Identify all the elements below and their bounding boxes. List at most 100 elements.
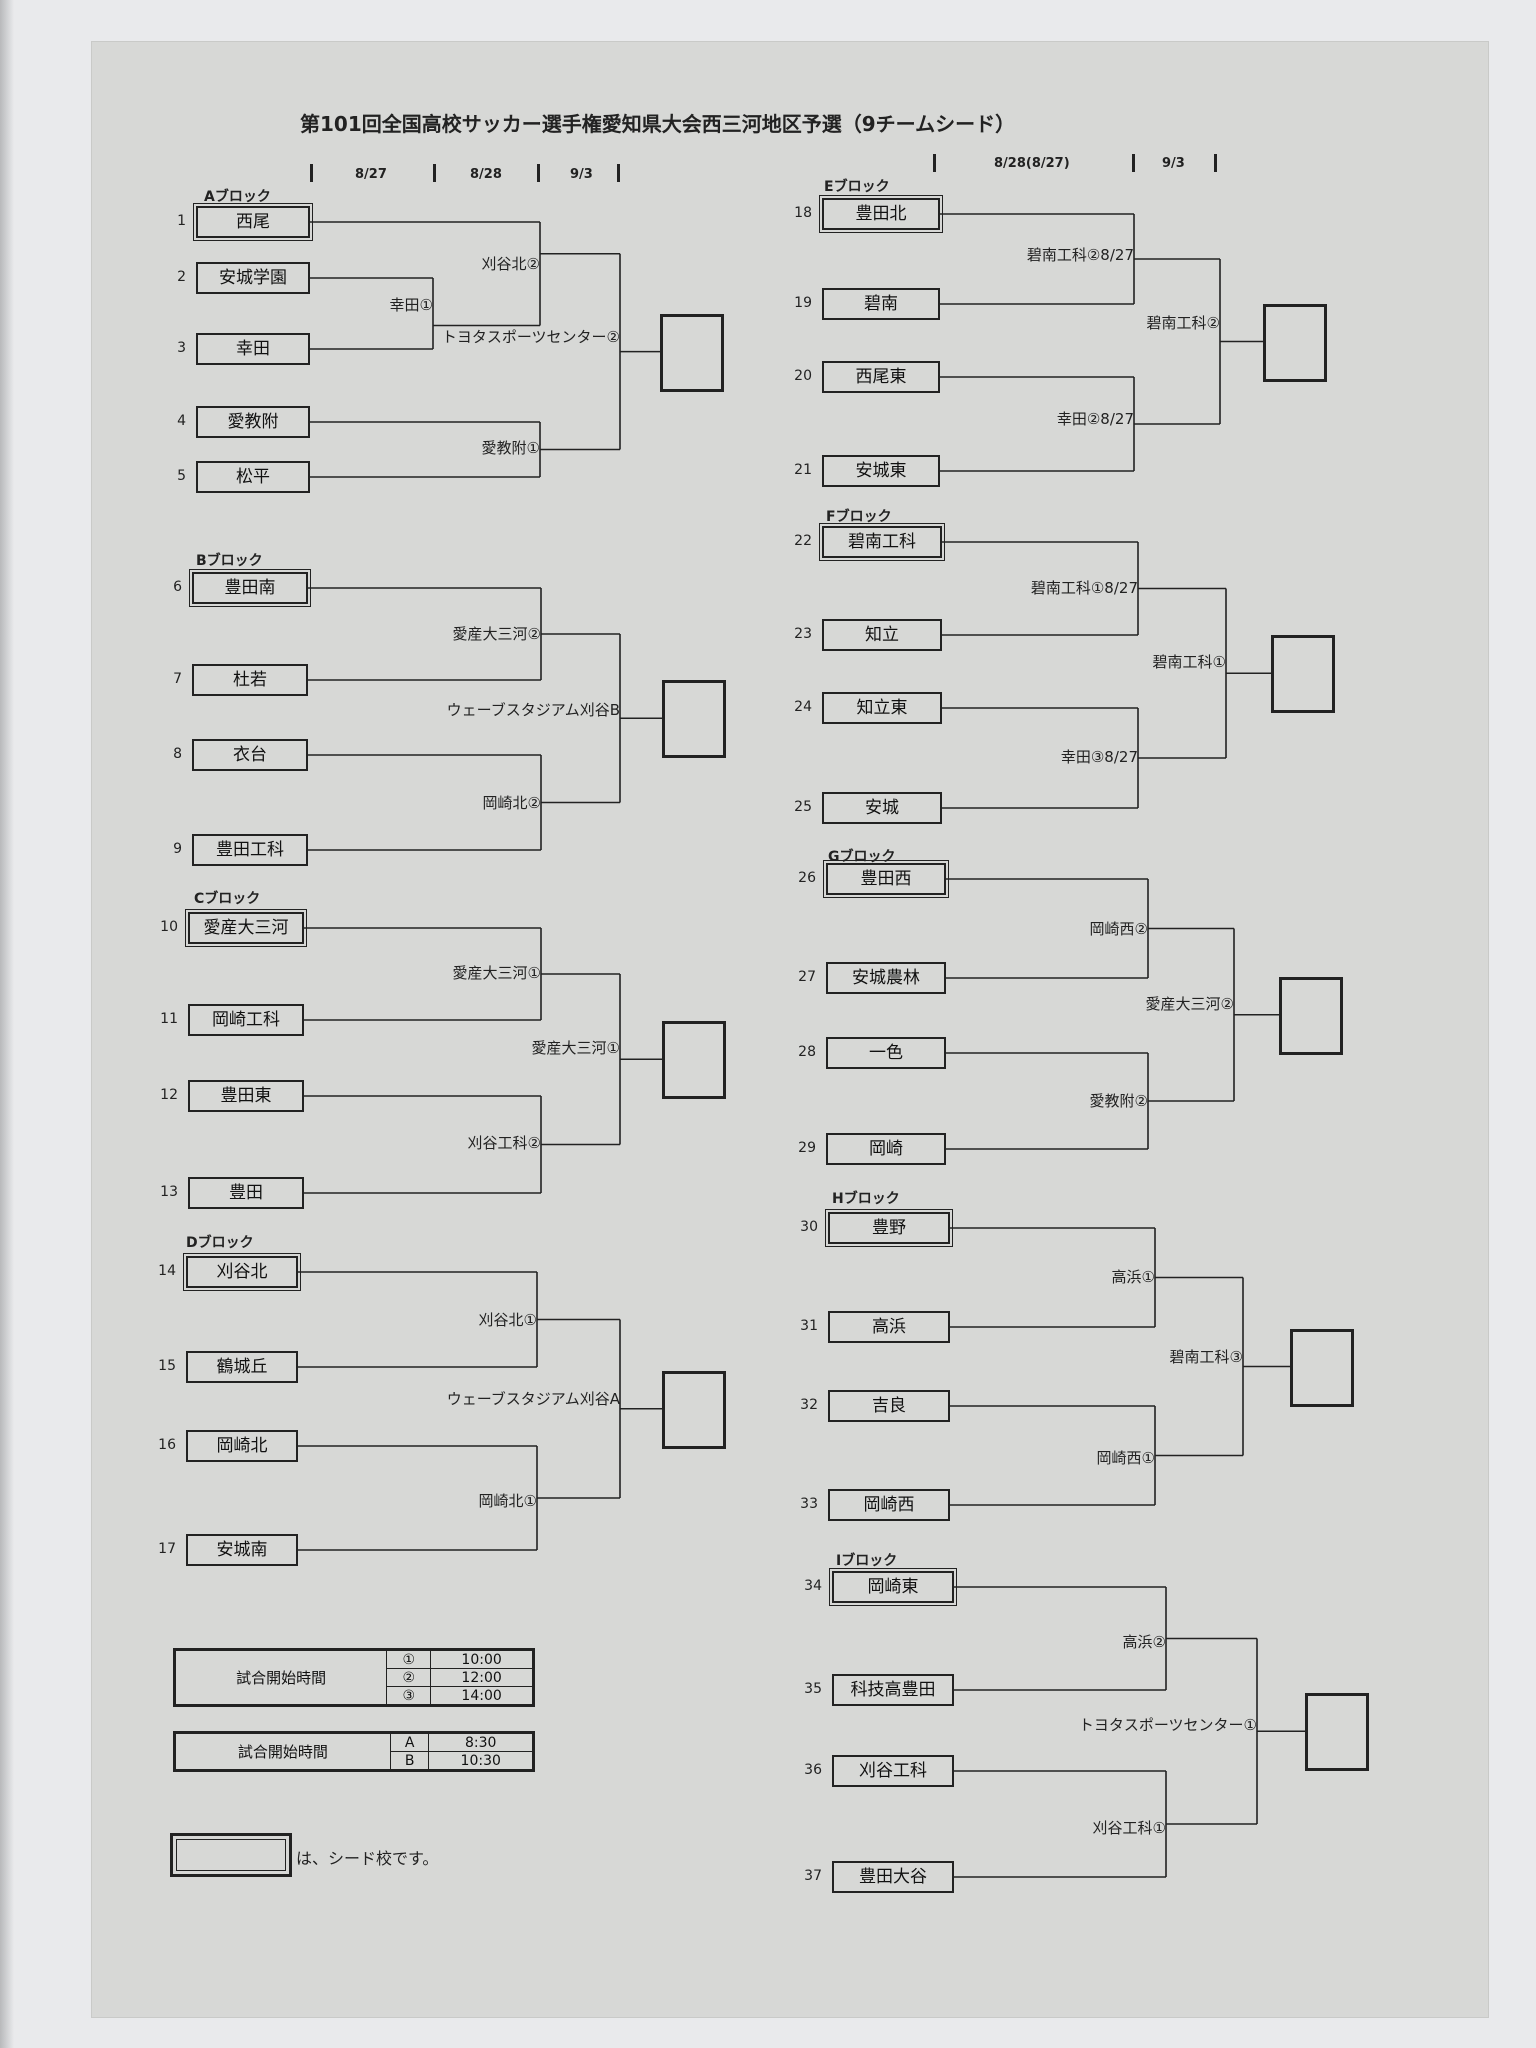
team-box[interactable]: 安城南 xyxy=(186,1534,298,1566)
team-box[interactable]: 杜若 xyxy=(192,664,308,696)
team-box[interactable]: 豊田 xyxy=(188,1177,304,1209)
team-box[interactable]: 科技高豊田 xyxy=(832,1674,954,1706)
table-label: 試合開始時間 xyxy=(174,1732,391,1771)
match-label: 愛産大三河② xyxy=(1145,995,1234,1013)
team-number: 11 xyxy=(160,1011,178,1027)
team-box[interactable]: 刈谷北 xyxy=(183,1253,301,1291)
match-label: 高浜② xyxy=(1122,1633,1166,1651)
match-label: 幸田① xyxy=(389,296,433,314)
block-label: Cブロック xyxy=(194,891,261,907)
team-box[interactable]: 碧南 xyxy=(822,288,940,320)
team-number: 20 xyxy=(794,368,812,384)
team-box[interactable]: 松平 xyxy=(196,461,310,493)
match-label: 碧南工科② xyxy=(1146,314,1220,332)
team-box[interactable]: 岡崎北 xyxy=(186,1430,298,1462)
match-label: 岡崎北① xyxy=(478,1492,537,1510)
slot-time: 14:00 xyxy=(430,1686,534,1706)
block-label: Fブロック xyxy=(826,509,892,525)
match-label: 愛産大三河① xyxy=(452,964,541,982)
team-number: 14 xyxy=(158,1263,176,1279)
slot-time: 8:30 xyxy=(428,1732,534,1752)
team-number: 7 xyxy=(173,671,182,687)
team-box[interactable]: 豊田北 xyxy=(819,195,943,233)
team-box[interactable]: 岡崎西 xyxy=(828,1489,950,1521)
start-time-table-1: 試合開始時間 ① 10:00 ② 12:00 ③ 14:00 xyxy=(173,1648,535,1707)
team-number: 18 xyxy=(794,205,812,221)
date-header-right-round1: 8/28(8/27) xyxy=(994,156,1070,171)
team-number: 19 xyxy=(794,295,812,311)
team-box[interactable]: 岡崎東 xyxy=(829,1568,957,1606)
team-box[interactable]: 高浜 xyxy=(828,1311,950,1343)
team-box[interactable]: 碧南工科 xyxy=(819,523,945,561)
team-number: 2 xyxy=(177,269,186,285)
seed-legend-box xyxy=(170,1833,292,1877)
team-number: 24 xyxy=(794,699,812,715)
match-label: 碧南工科②8/27 xyxy=(1026,246,1134,264)
team-box[interactable]: 豊田南 xyxy=(189,569,311,607)
team-box[interactable]: 鶴城丘 xyxy=(186,1351,298,1383)
match-label: 碧南工科③ xyxy=(1169,1348,1243,1366)
slot-time: 10:30 xyxy=(428,1751,534,1771)
match-label: 刈谷工科① xyxy=(1092,1819,1166,1837)
block-label: Aブロック xyxy=(204,189,271,205)
match-label: 愛産大三河② xyxy=(452,625,541,643)
page-title: 第101回全国高校サッカー選手権愛知県大会西三河地区予選（9チームシード） xyxy=(300,112,1016,136)
team-number: 17 xyxy=(158,1541,176,1557)
team-box[interactable]: 安城学園 xyxy=(196,262,310,294)
team-box[interactable]: 一色 xyxy=(826,1037,946,1069)
team-box[interactable]: 吉良 xyxy=(828,1390,950,1422)
team-box[interactable]: 岡崎工科 xyxy=(188,1004,304,1036)
team-number: 35 xyxy=(804,1681,822,1697)
match-label: 岡崎西① xyxy=(1096,1449,1155,1467)
match-label: 岡崎北② xyxy=(482,794,541,812)
team-number: 10 xyxy=(160,919,178,935)
team-box[interactable]: 豊田大谷 xyxy=(832,1861,954,1893)
team-box[interactable]: 衣台 xyxy=(192,739,308,771)
team-number: 22 xyxy=(794,533,812,549)
team-box[interactable]: 豊田西 xyxy=(823,860,949,898)
date-header-round2: 8/28 xyxy=(470,167,502,182)
team-number: 31 xyxy=(800,1318,818,1334)
match-label: 愛教附② xyxy=(1089,1092,1148,1110)
team-number: 5 xyxy=(177,468,186,484)
team-box[interactable]: 知立 xyxy=(822,619,942,651)
team-box[interactable]: 刈谷工科 xyxy=(832,1755,954,1787)
team-box[interactable]: 西尾 xyxy=(193,203,313,241)
match-label: 刈谷北① xyxy=(478,1311,537,1329)
team-number: 29 xyxy=(798,1140,816,1156)
team-box[interactable]: 西尾東 xyxy=(822,361,940,393)
team-number: 15 xyxy=(158,1358,176,1374)
team-box[interactable]: 安城農林 xyxy=(826,962,946,994)
team-box[interactable]: 幸田 xyxy=(196,333,310,365)
team-box[interactable]: 安城東 xyxy=(822,455,940,487)
slot-id: B xyxy=(389,1751,430,1771)
team-box[interactable]: 知立東 xyxy=(822,692,942,724)
header-divider xyxy=(1132,154,1135,172)
team-box[interactable]: 豊田東 xyxy=(188,1080,304,1112)
header-divider xyxy=(1214,154,1217,172)
table-label: 試合開始時間 xyxy=(173,1649,388,1706)
team-box[interactable]: 愛教附 xyxy=(196,406,310,438)
match-label: 愛産大三河① xyxy=(531,1039,620,1057)
match-label: トヨタスポーツセンター① xyxy=(1078,1716,1257,1734)
team-number: 23 xyxy=(794,626,812,642)
team-box[interactable]: 豊野 xyxy=(825,1209,953,1247)
winner-box xyxy=(662,1370,726,1449)
team-box[interactable]: 安城 xyxy=(822,792,942,824)
slot-id: ③ xyxy=(386,1686,432,1706)
header-divider xyxy=(433,164,436,182)
block-label: Iブロック xyxy=(836,1553,898,1569)
match-label: 幸田②8/27 xyxy=(1056,410,1134,428)
team-box[interactable]: 愛産大三河 xyxy=(185,909,307,947)
winner-box xyxy=(660,313,724,392)
team-number: 25 xyxy=(794,799,812,815)
match-label: 高浜① xyxy=(1111,1268,1155,1286)
header-divider xyxy=(310,164,313,182)
team-box[interactable]: 岡崎 xyxy=(826,1133,946,1165)
team-number: 27 xyxy=(798,969,816,985)
match-label: 刈谷北② xyxy=(481,255,540,273)
team-number: 3 xyxy=(177,340,186,356)
seed-legend-text: は、シード校です。 xyxy=(296,1849,439,1868)
team-box[interactable]: 豊田工科 xyxy=(192,834,308,866)
